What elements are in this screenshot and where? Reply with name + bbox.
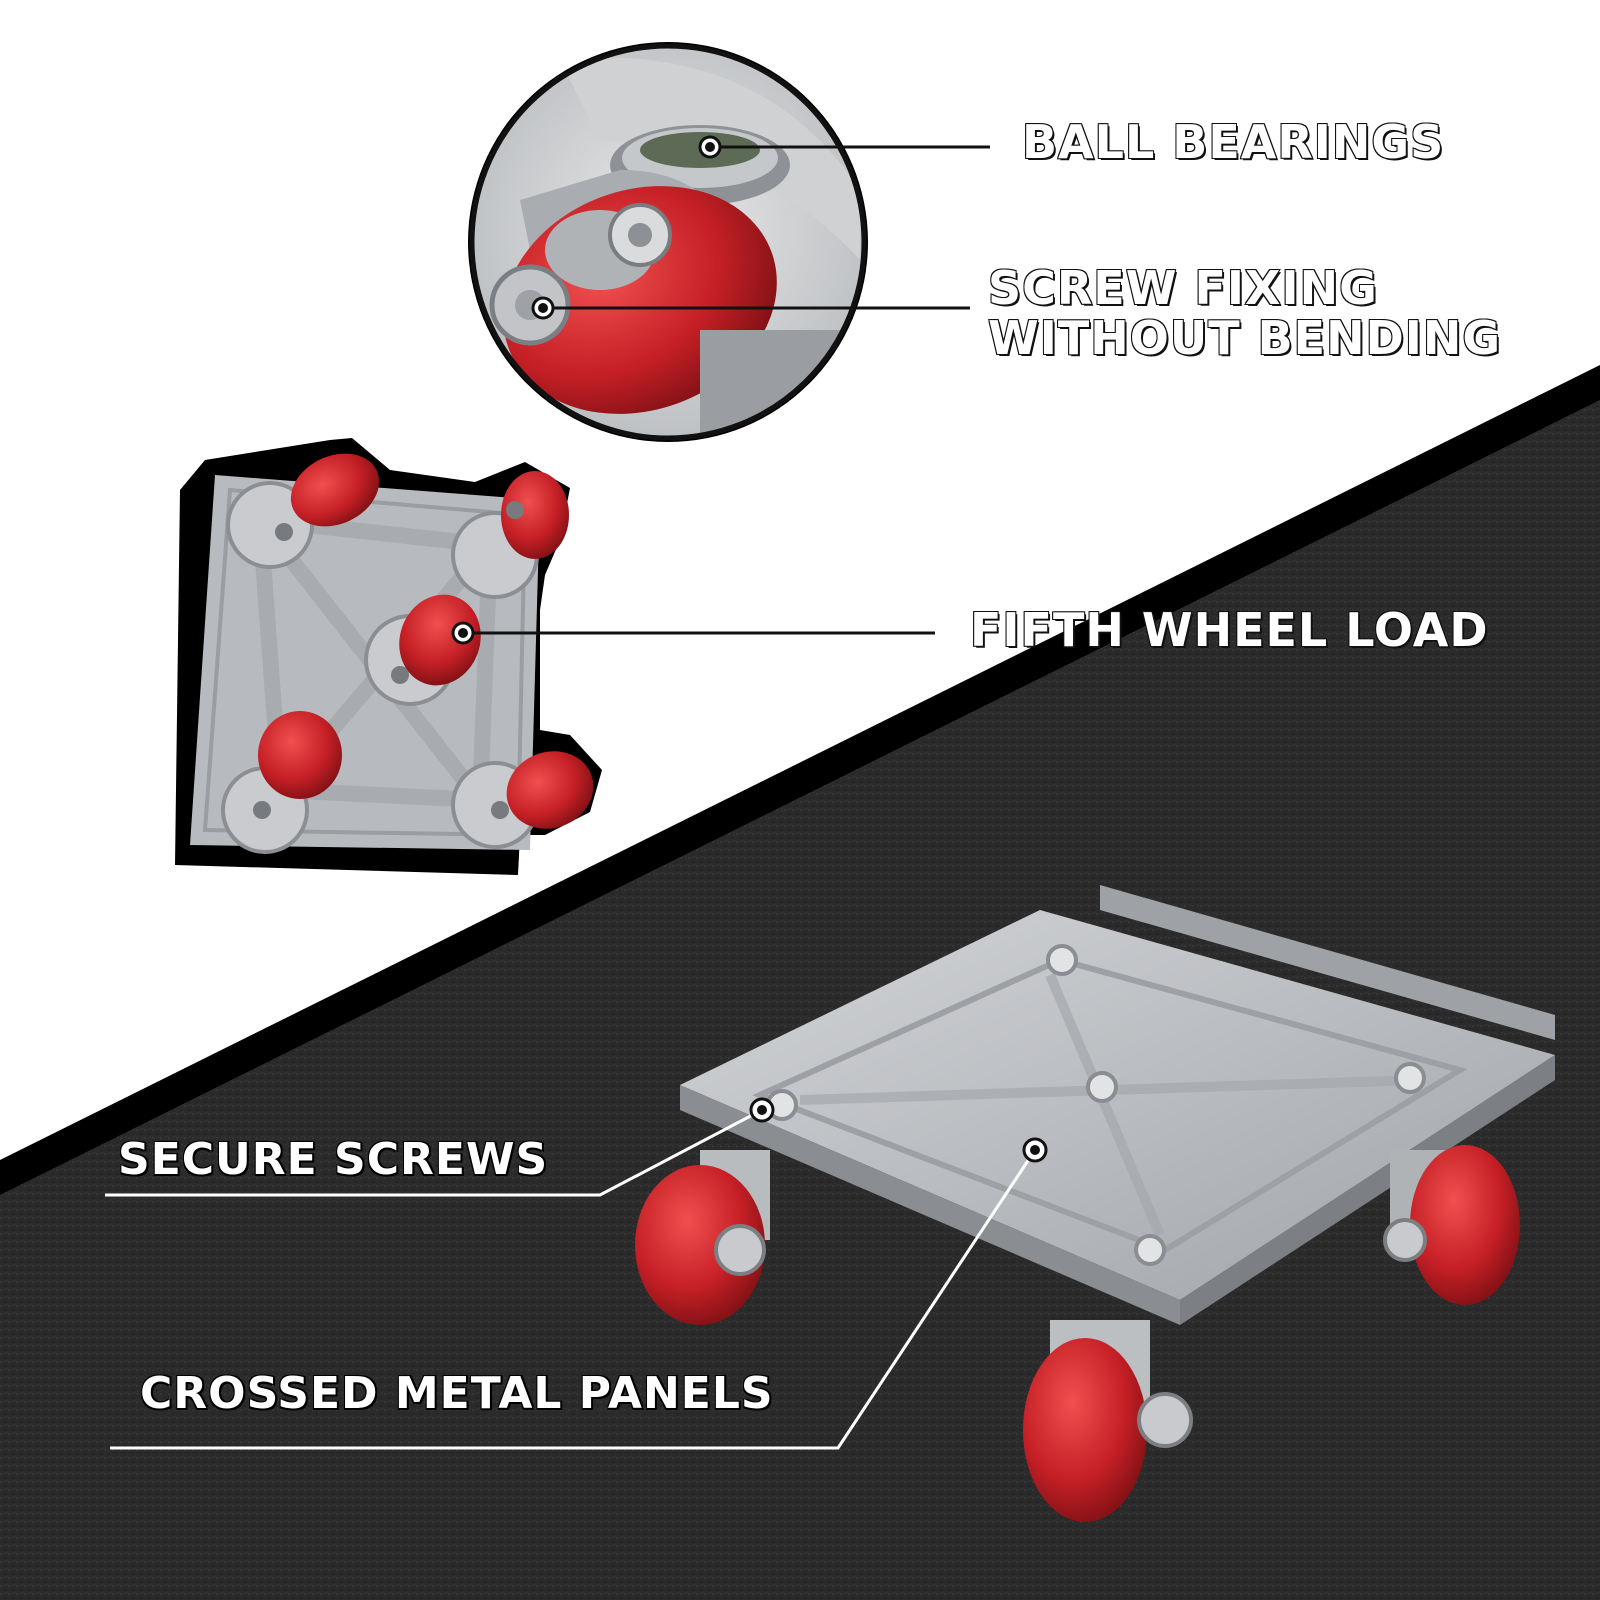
dolly-angled-view [635, 885, 1555, 1522]
callout-ball-bearings: BALL BEARINGS [1021, 115, 1445, 169]
callout-fifth-wheel-load-text: FIFTH WHEEL LOAD [969, 603, 1489, 657]
callout-secure-screws: SECURE SCREWS [118, 1136, 548, 1184]
callout-secure-screws-text: SECURE SCREWS [118, 1134, 549, 1185]
callout-fifth-wheel-load: FIFTH WHEEL LOAD [969, 603, 1489, 657]
callout-ball-bearings-text: BALL BEARINGS [1021, 115, 1445, 169]
callout-screw-fixing-line2: WITHOUT BENDING [987, 310, 1502, 365]
dolly-top-view [175, 438, 602, 875]
callout-screw-fixing: SCREW FIXING WITHOUT BENDING [987, 261, 1502, 365]
callout-leaders [105, 135, 1048, 1450]
callout-crossed-metal-panels: CROSSED METAL PANELS [140, 1370, 774, 1418]
callout-crossed-metal-panels-text: CROSSED METAL PANELS [140, 1368, 774, 1419]
bearing-zoom-circle [468, 42, 868, 442]
callout-screw-fixing-line1: SCREW FIXING [987, 261, 1378, 315]
